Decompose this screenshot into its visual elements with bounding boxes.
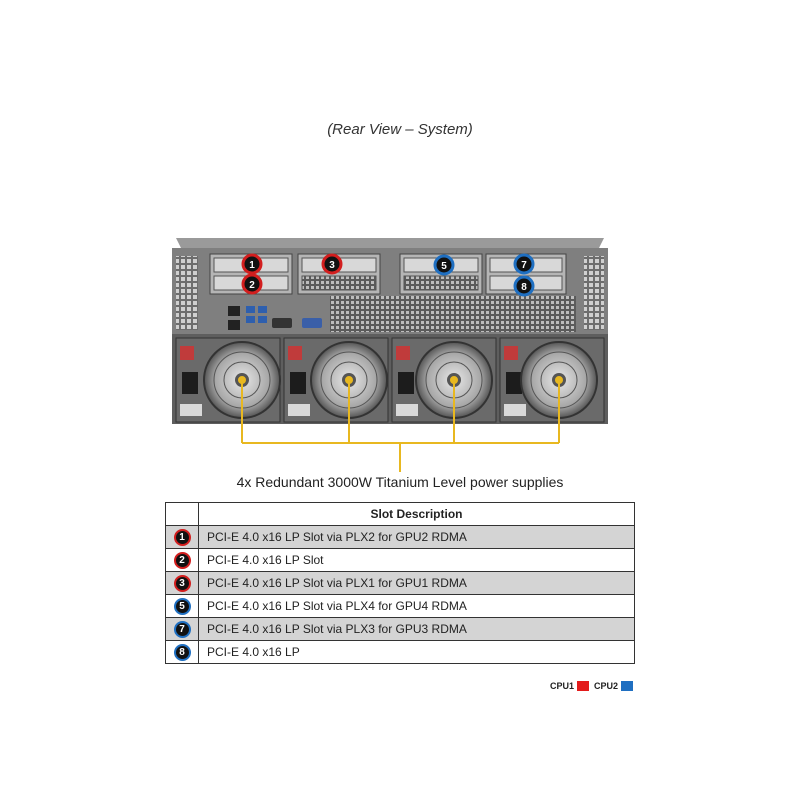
slot-callout-5: 5 xyxy=(433,254,455,276)
slot-badge-5: 5 xyxy=(173,597,191,615)
slot-callout-7: 7 xyxy=(513,253,535,275)
slot-description: PCI-E 4.0 x16 LP Slot via PLX2 for GPU2 … xyxy=(198,525,635,549)
slot-description: PCI-E 4.0 x16 LP Slot via PLX1 for GPU1 … xyxy=(198,571,635,595)
slot-callout-2-label: 2 xyxy=(249,280,255,291)
table-header-row: Slot Description xyxy=(165,502,635,526)
slot-callout-3: 3 xyxy=(321,253,343,275)
cpu1-legend-label: CPU1 xyxy=(550,681,575,691)
slot-callout-7-label: 7 xyxy=(521,260,527,271)
slot-callout-5-label: 5 xyxy=(441,261,447,272)
slot-callout-3-label: 3 xyxy=(329,260,335,271)
view-title: (Rear View – System) xyxy=(327,121,473,138)
slot-callout-2: 2 xyxy=(241,273,263,295)
slot-callout-8-label: 8 xyxy=(521,282,527,293)
slot-callout-1-label: 1 xyxy=(249,260,255,271)
table-row: 5 PCI-E 4.0 x16 LP Slot via PLX4 for GPU… xyxy=(165,594,635,618)
slot-description: PCI-E 4.0 x16 LP Slot via PLX4 for GPU4 … xyxy=(198,594,635,618)
psu-3 xyxy=(391,337,497,423)
slot-description: PCI-E 4.0 x16 LP Slot xyxy=(198,548,635,572)
slot-badge-1: 1 xyxy=(173,528,191,546)
slot-description: PCI-E 4.0 x16 LP Slot via PLX3 for GPU3 … xyxy=(198,617,635,641)
rear-io-ports xyxy=(228,306,322,330)
slot-callout-8: 8 xyxy=(513,275,535,297)
table-row: 2 PCI-E 4.0 x16 LP Slot xyxy=(165,548,635,572)
psu-connector-lines xyxy=(238,376,563,472)
psu-caption: 4x Redundant 3000W Titanium Level power … xyxy=(236,474,564,490)
table-row: 1 PCI-E 4.0 x16 LP Slot via PLX2 for GPU… xyxy=(165,525,635,549)
table-header-blank xyxy=(165,502,199,526)
slot-badge-8: 8 xyxy=(173,643,191,661)
cpu2-legend-label: CPU2 xyxy=(594,681,619,691)
psu-1 xyxy=(175,337,281,423)
slot-badge-2: 2 xyxy=(173,551,191,569)
slot-callout-1: 1 xyxy=(241,253,263,275)
table-row: 7 PCI-E 4.0 x16 LP Slot via PLX3 for GPU… xyxy=(165,617,635,641)
psu-4 xyxy=(499,337,605,423)
cpu1-legend-swatch xyxy=(577,681,590,691)
table-row: 3 PCI-E 4.0 x16 LP Slot via PLX1 for GPU… xyxy=(165,571,635,595)
cpu2-legend-swatch xyxy=(621,681,634,691)
table-header-slot-description: Slot Description xyxy=(198,502,635,526)
slot-description-table: Slot Description 1 PCI-E 4.0 x16 LP Slot… xyxy=(165,502,635,664)
slot-callouts: 1 2 3 5 7 8 xyxy=(241,253,535,297)
slot-badge-3: 3 xyxy=(173,574,191,592)
slot-badge-7: 7 xyxy=(173,620,191,638)
cpu-legend: CPU1 CPU2 xyxy=(550,681,634,691)
slot-description: PCI-E 4.0 x16 LP xyxy=(198,640,635,664)
psu-2 xyxy=(283,337,389,423)
table-row: 8 PCI-E 4.0 x16 LP xyxy=(165,640,635,664)
